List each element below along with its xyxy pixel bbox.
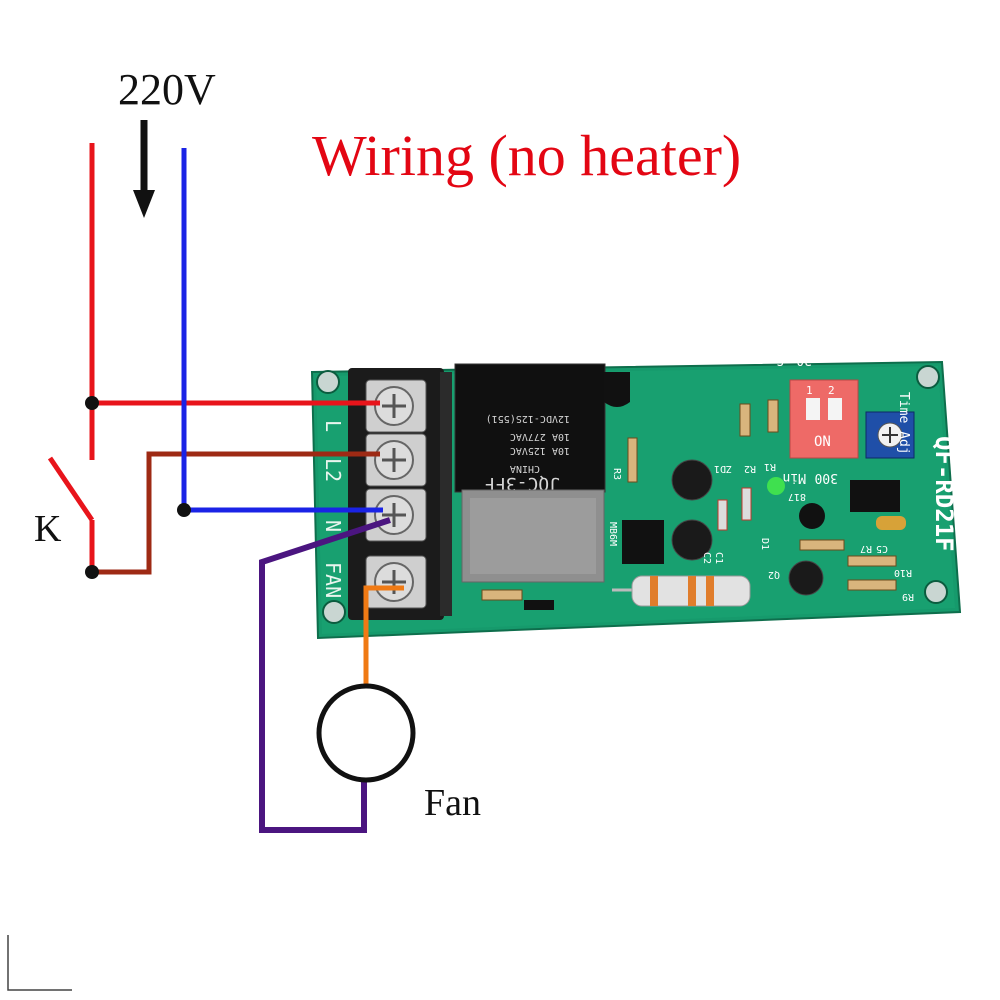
relay-text-line: 10A 125VAC: [510, 445, 570, 456]
dip-pos-1: 1: [806, 384, 813, 397]
mount-hole-icon: [316, 370, 340, 394]
silk-d1: D1: [759, 538, 770, 550]
relay-text-line: 12VDC-12S(551): [486, 413, 570, 424]
fan-feed-wire: [363, 585, 404, 686]
silk-q2: Q2: [768, 569, 780, 580]
mount-hole-icon: [916, 365, 940, 389]
range-min-label: Min: [783, 470, 806, 485]
junction-dot: [177, 503, 191, 517]
diagram-title: Wiring (no heater): [312, 123, 741, 188]
range-sec-label: Sec: [761, 352, 784, 367]
silk-r1: R1: [764, 461, 776, 472]
silk-r10: R10: [894, 567, 912, 578]
supply-voltage-label: 220V: [118, 65, 216, 114]
svg-text:CHINA 10A 125VAC: CHINA 10A 125VAC 10A 277VAC 12VDC-12S(55…: [486, 413, 570, 474]
terminal-label-l2: L2: [321, 458, 345, 482]
silk-817: 817: [788, 491, 806, 502]
silk-r2: R2: [744, 463, 756, 474]
terminal-block: [348, 368, 452, 620]
switch-k-blade: [47, 456, 95, 522]
dip-on-label: ON: [814, 434, 831, 450]
fan-label: Fan: [424, 782, 481, 824]
optocoupler: [850, 480, 900, 512]
transistor: [799, 503, 825, 529]
junction-dot: [85, 396, 99, 410]
time-adj-label: Time Adj: [896, 392, 911, 455]
range-300-label: 300: [815, 470, 838, 485]
junction-dot: [85, 565, 99, 579]
trimmer-potentiometer: [865, 411, 915, 459]
silk-r3: R3: [611, 468, 622, 480]
terminal-label-fan: FAN: [321, 562, 345, 598]
range-30-label: 30: [796, 352, 812, 367]
relay: CHINA 10A 125VAC 10A 277VAC 12VDC-12S(55…: [454, 363, 606, 494]
led-icon: [767, 477, 785, 495]
relay-model: JQC-3FF: [484, 473, 560, 494]
electrolytic-capacitor: [671, 459, 713, 501]
board-model-label: QF-RD21F: [930, 436, 958, 552]
fan-motor-icon: [316, 683, 416, 783]
supply-direction-arrow: [133, 120, 155, 218]
bridge-rectifier: [622, 520, 664, 564]
switched-to-l2-wire: [92, 451, 380, 575]
silk-c1: C1: [713, 552, 724, 564]
silk-c2: C2: [701, 552, 712, 564]
power-resistor: [612, 575, 751, 607]
corner-mark: [7, 935, 72, 991]
dip-pos-2: 2: [828, 384, 835, 397]
small-components: [481, 399, 906, 610]
mount-hole-icon: [322, 600, 346, 624]
relay-timer-board: L L2 N FAN CHINA 10A 125VAC 10A 277VAC 1…: [310, 352, 962, 640]
electrolytic-capacitor: [788, 560, 824, 596]
terminal-label-l: L: [321, 420, 345, 432]
mount-hole-icon: [924, 580, 948, 604]
relay-text-line: CHINA: [510, 463, 540, 474]
silk-r7: R7: [860, 543, 872, 554]
silk-r9: R9: [902, 591, 914, 602]
relay-text-line: 10A 277VAC: [510, 431, 570, 442]
silk-mb6m: MB6M: [607, 522, 618, 546]
silk-c5: C5: [876, 543, 888, 554]
fan-return-wire: [259, 517, 391, 833]
transistor: [604, 372, 630, 407]
silk-zd1: ZD1: [714, 463, 732, 474]
electrolytic-capacitor: [671, 519, 713, 561]
terminal-label-n: N: [321, 520, 345, 532]
switch-label: K: [34, 508, 62, 550]
dip-switch: 1 2 ON: [789, 379, 859, 459]
